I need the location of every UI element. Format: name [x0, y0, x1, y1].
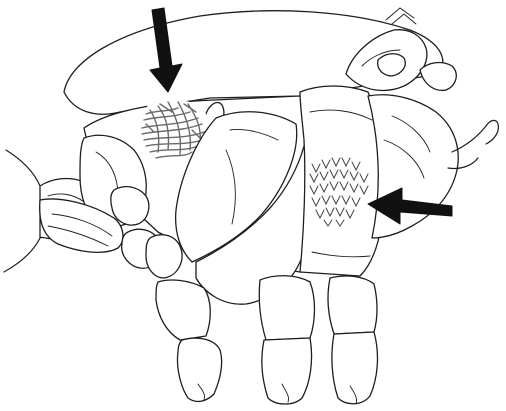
- lower-segments: [156, 276, 377, 404]
